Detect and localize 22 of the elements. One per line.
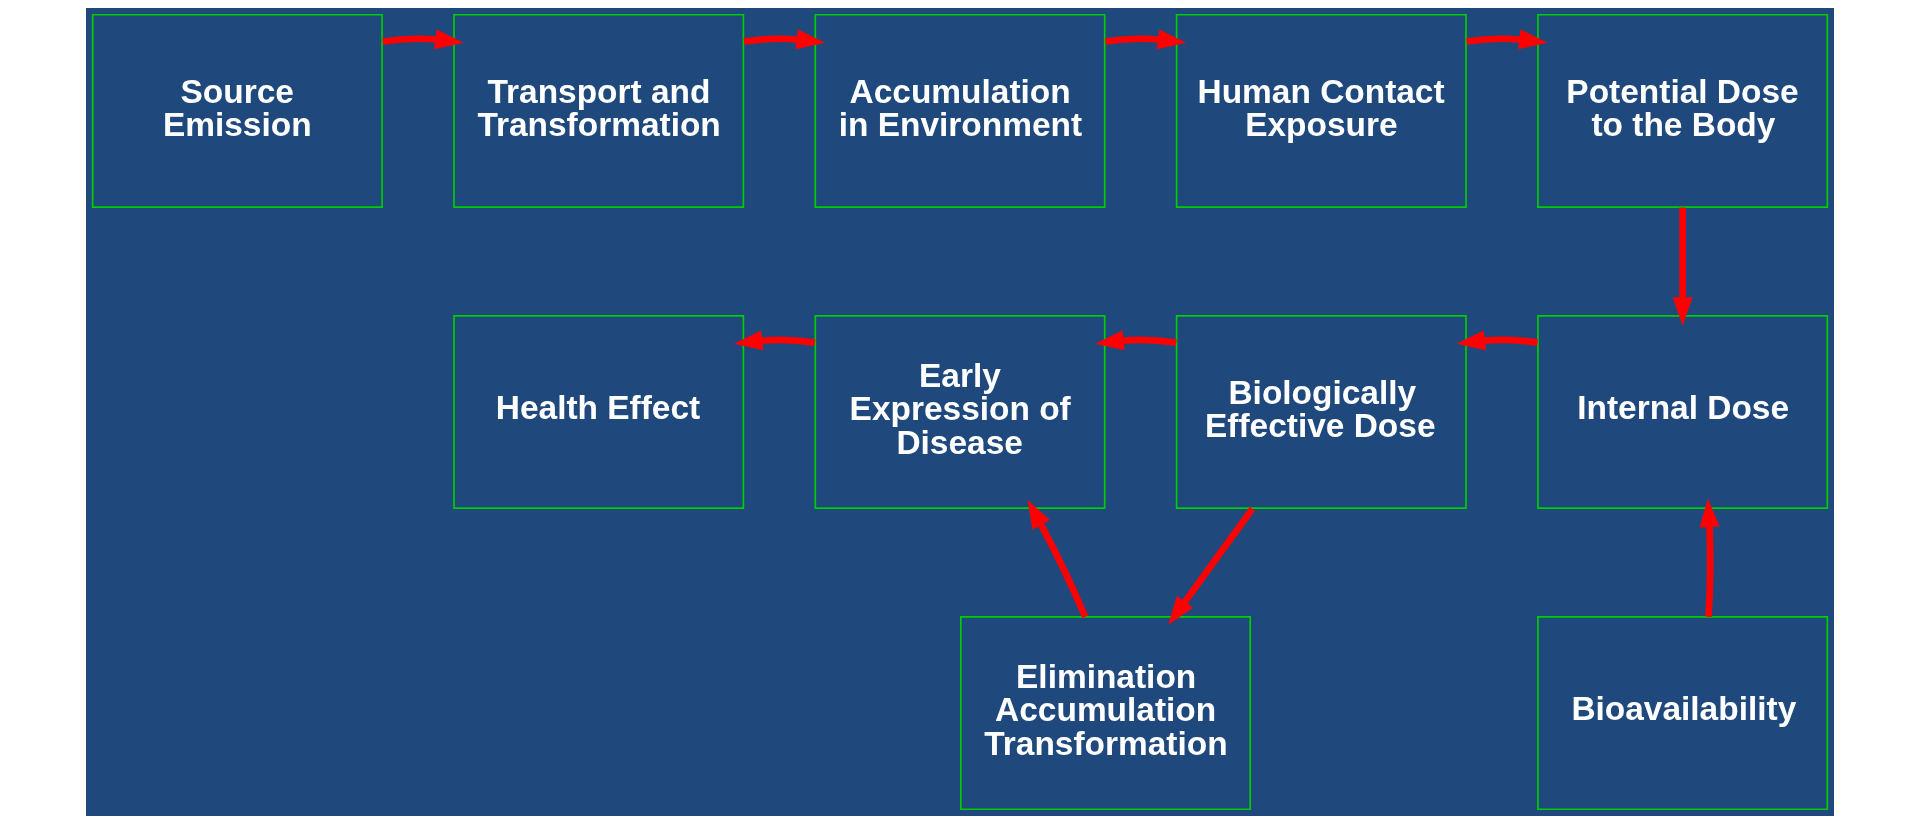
node-box: Accumulation in Environment — [814, 13, 1106, 208]
arrow — [1672, 207, 1693, 326]
node-box: Biologically Effective Dose — [1175, 315, 1467, 509]
arrow — [1095, 330, 1177, 351]
node-box: Health Effect — [453, 315, 745, 509]
arrow — [734, 330, 816, 351]
arrow — [743, 29, 825, 50]
node-box: Human Contact Exposure — [1175, 13, 1467, 208]
arrow — [1104, 29, 1187, 50]
node-box: Bioavailability — [1537, 616, 1829, 811]
node-box: Elimination Accumulation Transformation — [960, 616, 1252, 811]
arrow — [1466, 29, 1548, 50]
node-box: Internal Dose — [1537, 315, 1829, 509]
node-box: Early Expression of Disease — [814, 315, 1106, 509]
node-box: Potential Dose to the Body — [1537, 13, 1829, 208]
arrow — [1456, 330, 1539, 351]
arrow — [1027, 499, 1089, 619]
node-box: Transport and Transformation — [453, 13, 745, 208]
arrow — [1168, 506, 1256, 625]
arrow — [1699, 498, 1720, 617]
node-box: Source Emission — [91, 13, 383, 208]
arrow — [382, 29, 464, 50]
